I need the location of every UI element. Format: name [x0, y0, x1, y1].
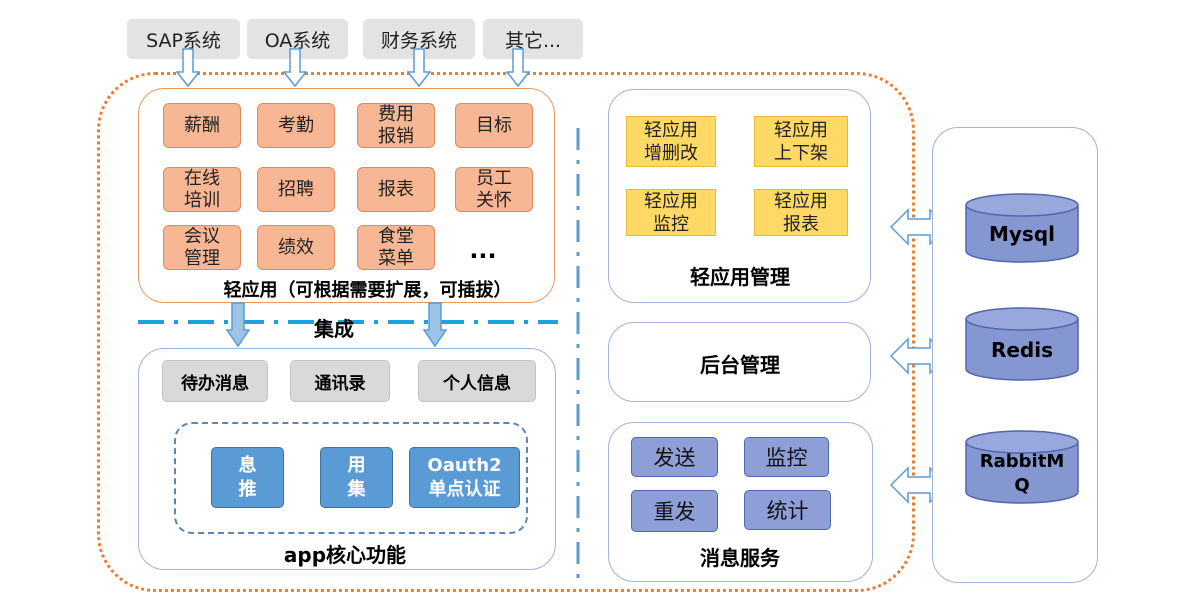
app-care: 员工 关怀 [455, 167, 533, 212]
message-service-caption: 消息服务 [700, 546, 780, 570]
mysql-cylinder [965, 193, 1079, 263]
app-collection: 用 集 [320, 447, 393, 508]
app-salary: 薪酬 [163, 103, 241, 148]
app-meeting: 会议 管理 [163, 225, 241, 270]
rabbitmq-cylinder [965, 430, 1079, 504]
app-expense: 费用 报销 [357, 103, 435, 148]
app-attendance: 考勤 [257, 103, 335, 148]
integration-label: 集成 [314, 317, 354, 341]
integration-arrow-right [423, 302, 447, 348]
source-other: 其它... [483, 19, 583, 59]
backend-mgmt-panel [608, 322, 871, 402]
app-recruit: 招聘 [257, 167, 335, 212]
app-training: 在线 培训 [163, 167, 241, 212]
redis-cylinder [965, 307, 1079, 381]
app-goal: 目标 [455, 103, 533, 148]
app-report: 报表 [357, 167, 435, 212]
integration-divider [138, 320, 558, 324]
msg-monitor: 监控 [744, 437, 829, 477]
mgmt-crud: 轻应用 增删改 [626, 116, 716, 167]
mgmt-report: 轻应用 报表 [754, 189, 848, 236]
source-arrow-other [506, 48, 530, 88]
source-arrow-oa [283, 48, 307, 88]
mysql-label: Mysql [988, 222, 1055, 246]
more-apps-ellipsis: ... [469, 236, 497, 264]
oauth-sso: Oauth2 单点认证 [409, 447, 520, 508]
vertical-divider [576, 128, 580, 586]
msg-resend: 重发 [631, 490, 718, 532]
core-services-group [174, 422, 528, 534]
source-arrow-sap [176, 48, 200, 88]
push-service: 息 推 [211, 447, 284, 508]
integration-arrow-left [226, 302, 250, 348]
light-apps-caption: 轻应用（可根据需要扩展，可插拔） [223, 280, 512, 301]
system-boundary [97, 72, 915, 592]
app-performance: 绩效 [257, 225, 335, 270]
rabbitmq-label: RabbitM Q [979, 451, 1065, 496]
todo-messages: 待办消息 [162, 360, 268, 402]
app-core-caption: app核心功能 [283, 543, 407, 567]
light-app-mgmt-caption: 轻应用管理 [690, 265, 790, 289]
msg-stats: 统计 [744, 490, 831, 530]
redis-label: Redis [990, 338, 1054, 362]
msg-send: 发送 [631, 437, 718, 477]
mgmt-monitor: 轻应用 监控 [626, 189, 716, 236]
source-arrow-finance [407, 48, 431, 88]
contacts: 通讯录 [290, 360, 390, 402]
backend-mgmt-caption: 后台管理 [700, 353, 780, 377]
app-canteen: 食堂 菜单 [357, 225, 435, 270]
personal-info: 个人信息 [418, 360, 536, 402]
mgmt-publish: 轻应用 上下架 [754, 116, 848, 167]
